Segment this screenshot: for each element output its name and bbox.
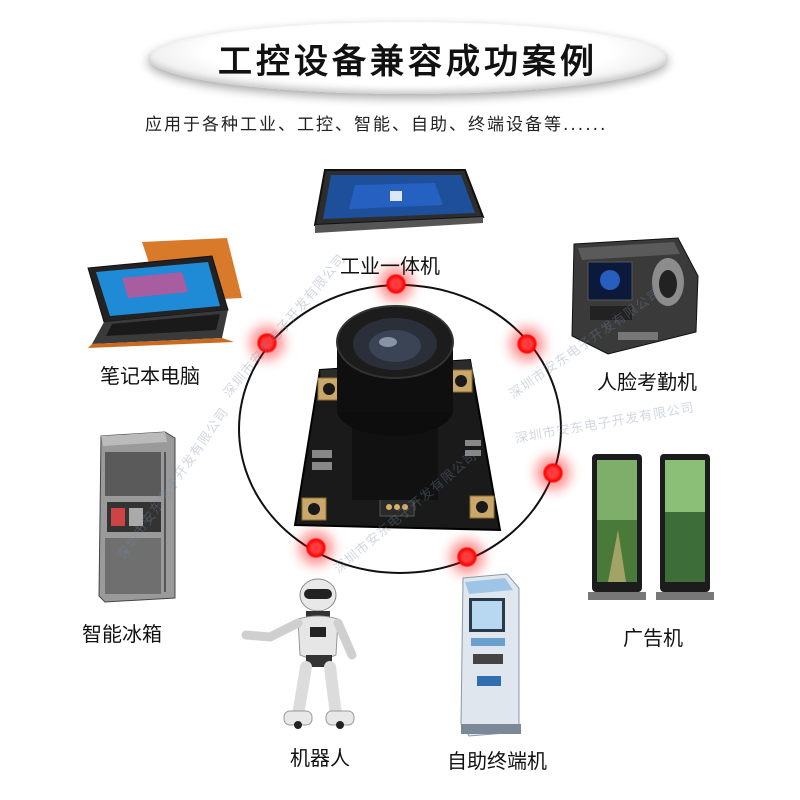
robot-image [241, 578, 357, 729]
device-label-smart-fridge: 智能冰箱 [82, 622, 162, 646]
device-label-face-attendance: 人脸考勤机 [597, 370, 697, 394]
indicator-dot [385, 273, 407, 295]
title-banner: 工控设备兼容成功案例 [148, 22, 668, 94]
smart-fridge-image [98, 431, 176, 603]
indicator-dot [542, 462, 564, 484]
ad-machine-image [588, 454, 714, 600]
indicator-dot [456, 546, 478, 568]
device-label-robot: 机器人 [290, 746, 350, 770]
indicator-dot [305, 537, 327, 559]
device-label-ad-machine: 广告机 [623, 626, 683, 650]
kiosk-image [460, 573, 521, 737]
indicator-dot [256, 332, 278, 354]
page-title: 工控设备兼容成功案例 [218, 41, 598, 82]
device-label-laptop: 笔记本电脑 [100, 364, 200, 388]
device-label-industrial-pc: 工业一体机 [340, 254, 440, 278]
indicator-dot [516, 333, 538, 355]
device-label-kiosk: 自助终端机 [447, 749, 547, 773]
industrial-pc-image [313, 169, 485, 233]
laptop-image [87, 238, 242, 348]
page-subtitle: 应用于各种工业、工控、智能、自助、终端设备等...... [145, 115, 608, 135]
camera-module-image [293, 305, 502, 532]
face-attendance-image [571, 237, 699, 355]
